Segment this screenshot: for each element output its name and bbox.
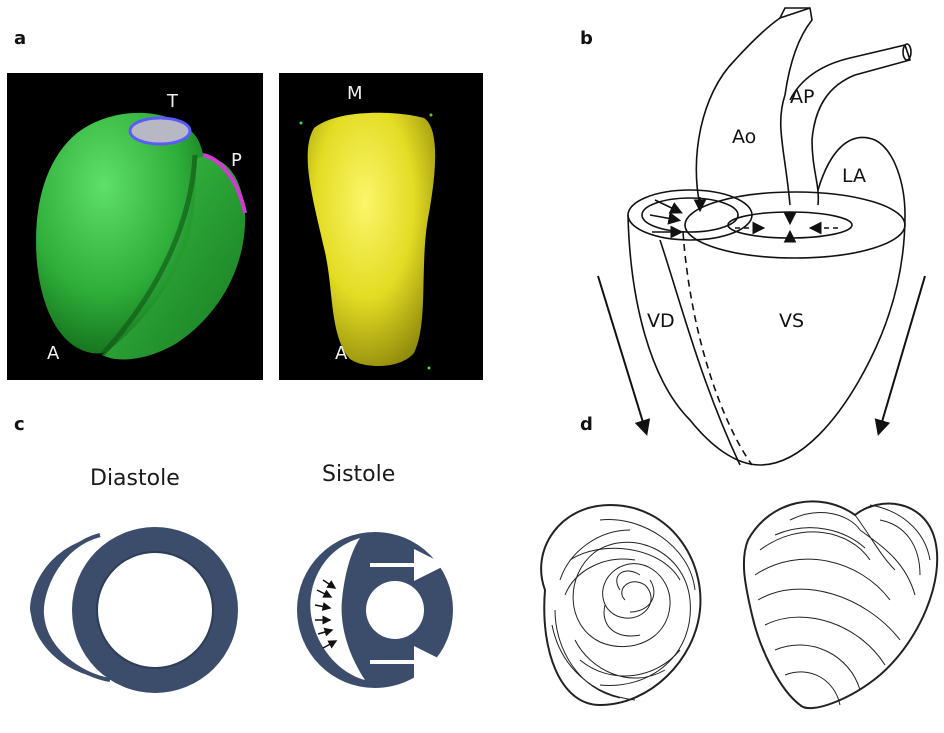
fiber-heart-anterior-view (744, 501, 937, 708)
fiber-heart-apex-view (541, 505, 700, 705)
